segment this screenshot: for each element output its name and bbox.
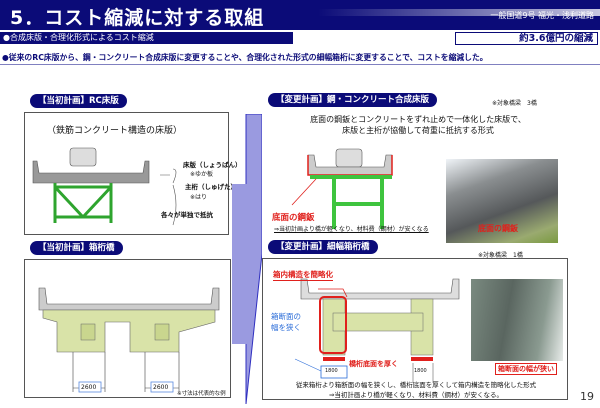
- car-icon: [69, 147, 97, 167]
- composite-diagram: [291, 148, 393, 229]
- panel-box-label: 【当初計画】箱桁橋: [30, 241, 123, 255]
- rc-slab-diagram: [32, 147, 177, 226]
- page-title: 5．コスト縮減に対する取組: [10, 7, 265, 29]
- divider: [0, 64, 600, 65]
- panel-rc-label: 【当初計画】RC床版: [30, 94, 127, 108]
- saving-badge: 約3.6億円の縮減: [455, 32, 598, 45]
- rc-caption: （鉄筋コンクリート構造の床版）: [47, 126, 183, 136]
- photo-steel-label: 底面の鋼鈑: [478, 224, 518, 233]
- rc-girder-label: 主桁（しゅげた）: [185, 183, 237, 191]
- page-number: 19: [580, 390, 594, 403]
- car-icon: [335, 148, 363, 168]
- transition-arrow-icon: [232, 114, 262, 404]
- box-girder-diagram: [38, 287, 220, 393]
- route-bar: 一般国道9号 福光・浅利道路: [318, 9, 600, 20]
- panel-narrow: 箱内構造を簡略化 箱断面の 幅を狭く 橋桁底面を厚く 1800 1800 箱断面…: [262, 258, 568, 400]
- rc-resist-label: 各々が単独で抵抗: [161, 211, 213, 219]
- thick-label: 橋桁底面を厚く: [349, 360, 398, 368]
- rc-girder-note: ※はり: [190, 194, 208, 201]
- panel-box: 2600 2600 ※寸法は代表的な例: [24, 259, 231, 398]
- narrow-dim-right: 1800: [414, 368, 427, 374]
- route-name: 一般国道9号 福光・浅利道路: [490, 11, 594, 20]
- narrow-label-2: 幅を狭く: [271, 323, 301, 332]
- narrow-count: ※対象橋梁 1橋: [478, 252, 523, 259]
- photo-narrow-label: 箱断面の幅が狭い: [495, 363, 557, 375]
- composite-photo: 底面の鋼鈑: [446, 159, 558, 243]
- panel-composite-label: 【変更計画】鋼・コンクリート合成床版: [268, 93, 438, 107]
- box-note: ※寸法は代表的な例: [177, 391, 226, 397]
- composite-desc-1: 底面の鋼鈑とコンクリートをずれ止めで一体化した床版で、: [310, 115, 526, 124]
- rc-deck-label: 床版（しょうばん）: [183, 161, 242, 169]
- box-dim-right: 2600: [153, 384, 169, 391]
- section-subtitle: ●合成床版・合理化形式によるコスト縮減: [0, 32, 293, 44]
- narrow-photo: [471, 279, 563, 361]
- box-dim-left: 2600: [81, 384, 97, 391]
- composite-footer: ⇒当初計画より橋が軽くなり、材料費（鋼材）が安くなる: [274, 226, 429, 233]
- lead-text: ●従来のRC床版から、鋼・コンクリート合成床版に変更することや、合理化された形式…: [2, 53, 488, 62]
- panel-narrow-label: 【変更計画】細幅箱桁橋: [268, 240, 378, 254]
- narrow-dim-left: 1800: [325, 368, 338, 374]
- steel-plate-label: 底面の鋼鈑: [272, 213, 315, 223]
- composite-desc-2: 床版と主桁が協働して荷重に抵抗する形式: [342, 126, 494, 135]
- narrow-box-diagram: [294, 278, 460, 383]
- narrow-footer-2: ⇒当初計画より橋が軽くなり、材料費（鋼材）が安くなる。: [328, 391, 504, 399]
- narrow-label-1: 箱断面の: [271, 312, 301, 321]
- simplify-label: 箱内構造を簡略化: [273, 270, 333, 281]
- panel-composite: 底面の鋼鈑とコンクリートをずれ止めで一体化した床版で、 床版と主桁が協働して荷重…: [264, 111, 568, 243]
- narrow-footer-1: 従来箱桁より箱断面の幅を狭くし、橋桁底面を厚くして箱内構造を簡略化した形式: [295, 381, 537, 389]
- panel-rc: （鉄筋コンクリート構造の床版） 床版（しょうばん） ※ゆか板 主桁（しゅげた） …: [24, 112, 242, 235]
- rc-deck-note: ※ゆか板: [190, 171, 214, 178]
- composite-count: ※対象橋梁 3橋: [492, 100, 537, 107]
